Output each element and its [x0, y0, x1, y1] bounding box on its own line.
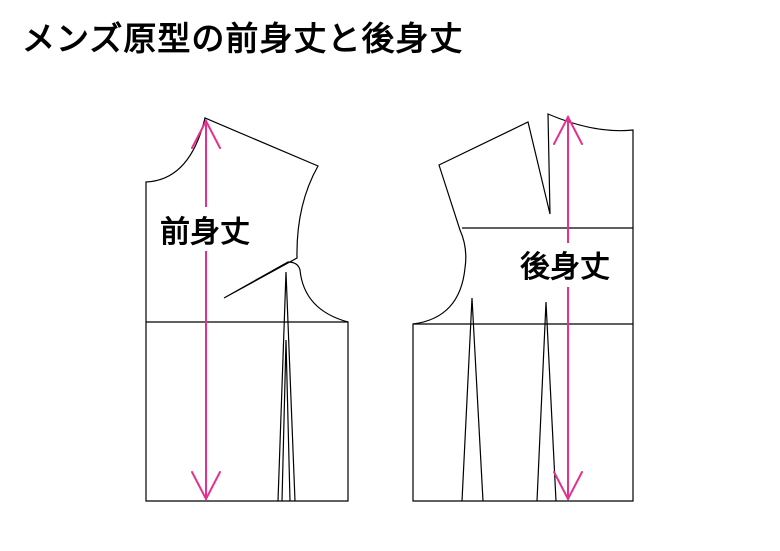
back-dart-1: [461, 297, 484, 502]
back-outline: [412, 113, 634, 502]
front-length-label: 前身丈: [160, 215, 250, 250]
front-dart-1: [277, 271, 296, 502]
back-arrowhead-bottom: [553, 471, 583, 502]
back-length-label: 後身丈: [520, 250, 610, 285]
front-arrowhead-top: [191, 118, 221, 149]
front-outline: [145, 117, 349, 502]
front-bodice: [145, 117, 349, 502]
back-label-bg: [518, 243, 622, 287]
back-arrowhead-top: [553, 114, 583, 145]
front-dart-2: [281, 339, 291, 502]
front-label-bg: [158, 207, 262, 251]
page-title: メンズ原型の前身丈と後身丈: [22, 19, 464, 58]
front-length-arrow: [191, 118, 221, 502]
front-arrowhead-bottom: [191, 471, 221, 502]
back-length-arrow: [553, 114, 583, 502]
back-bodice: [412, 113, 634, 502]
back-dart-2: [536, 301, 557, 502]
